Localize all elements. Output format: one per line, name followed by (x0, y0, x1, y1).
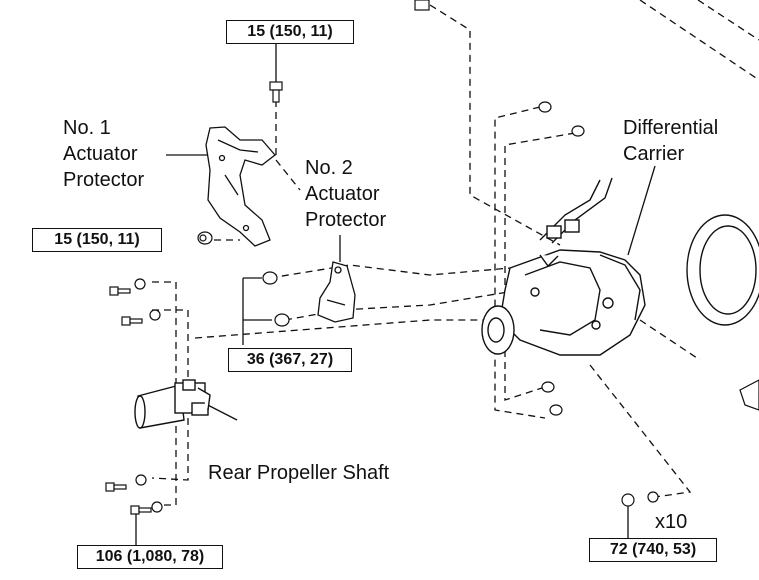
label-rear-propeller-shaft: Rear Propeller Shaft (208, 462, 390, 484)
top-bolt (269, 81, 283, 103)
assembly-dash-lines (151, 0, 759, 506)
no2-actuator-protector (317, 261, 356, 323)
leader-lines (135, 42, 656, 545)
label-no1-line2: Actuator (63, 143, 138, 165)
left-bolt (197, 231, 213, 245)
label-differential-line1: Differential (623, 117, 719, 139)
rear-propeller-shaft (134, 379, 211, 429)
differential-carrier (481, 177, 646, 356)
shaft-bolts (105, 278, 163, 515)
torque-box-shaft-bolts: 106 (1,080, 78) (77, 545, 223, 569)
label-differential-line2: Carrier (623, 143, 685, 165)
torque-box-protector-bolts: 36 (367, 27) (228, 348, 352, 372)
label-no1-line3: Protector (63, 169, 145, 191)
label-no1-line1: No. 1 (63, 117, 111, 139)
label-multiplier: x10 (655, 511, 688, 533)
label-no2-line3: Protector (305, 209, 387, 231)
protector-bolts (262, 271, 290, 327)
label-no2-line2: Actuator (305, 183, 380, 205)
no1-actuator-protector (205, 126, 276, 247)
torque-box-top-bolt: 15 (150, 11) (226, 20, 354, 44)
lower-carrier-bolts (541, 379, 759, 507)
torque-box-carrier-bolts: 72 (740, 53) (589, 538, 717, 562)
carrier-gasket (686, 214, 759, 326)
label-no2-line1: No. 2 (305, 157, 353, 179)
torque-box-left-bolt: 15 (150, 11) (32, 228, 162, 252)
upper-carrier-bolts (414, 0, 585, 137)
